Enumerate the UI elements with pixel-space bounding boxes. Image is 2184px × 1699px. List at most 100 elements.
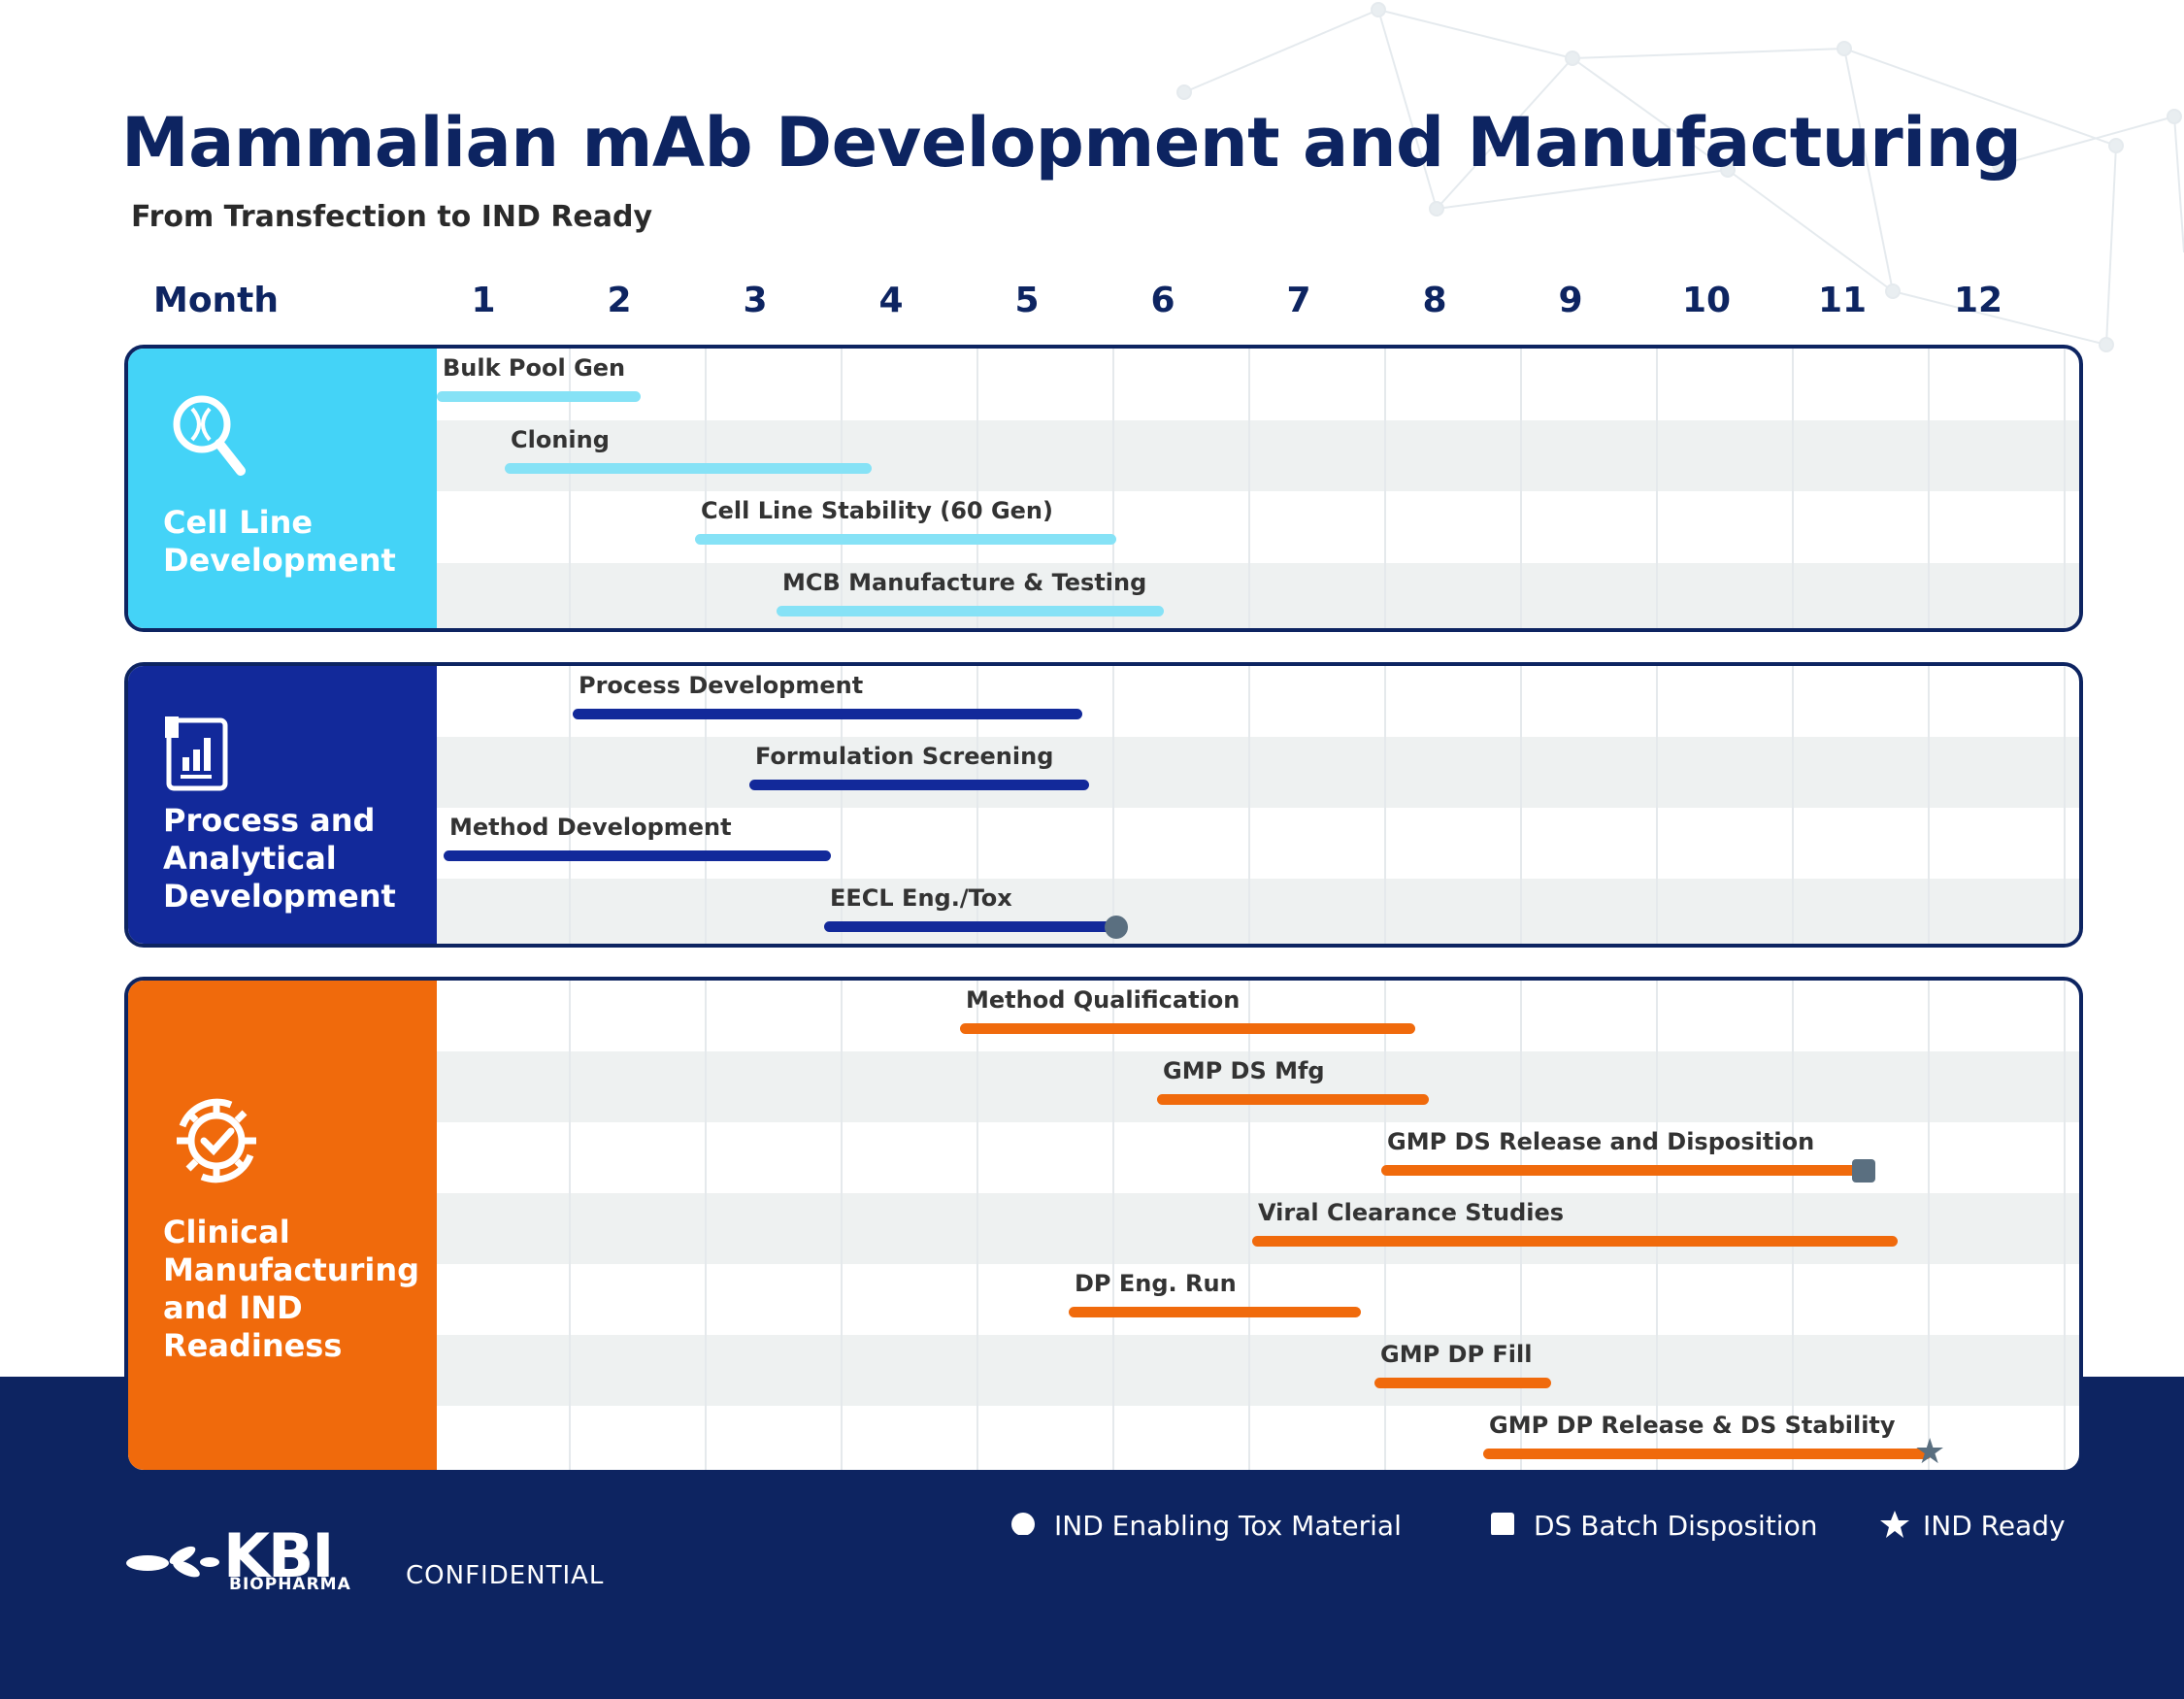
month-number: 12 — [1953, 281, 2003, 320]
task-row — [437, 1051, 2079, 1122]
logo-mark-icon — [126, 1546, 219, 1578]
grid-line — [1928, 666, 1930, 944]
task-label: Formulation Screening — [755, 743, 1054, 770]
grid-line — [1792, 349, 1794, 628]
task-label: MCB Manufacture & Testing — [782, 568, 1147, 596]
task-row — [437, 879, 2079, 944]
legend-item: IND Enabling Tox Material — [1009, 1508, 1402, 1547]
month-number: 5 — [1014, 281, 1040, 320]
grid-line — [976, 349, 978, 628]
grid-line — [976, 666, 978, 944]
task-row — [437, 562, 2079, 628]
task-label: GMP DS Release and Disposition — [1387, 1128, 1815, 1155]
task-label: Method Qualification — [966, 986, 1241, 1014]
gear-check-icon — [163, 1087, 270, 1198]
section-label-panel: Clinical Manufacturing and IND Readiness — [128, 981, 437, 1470]
task-label: Method Development — [449, 814, 732, 841]
milestone-circle-icon — [1105, 916, 1128, 939]
task-bar — [695, 534, 1116, 545]
task-label: EECL Eng./Tox — [830, 884, 1012, 912]
grid-line — [1520, 981, 1522, 1470]
month-number: 7 — [1286, 281, 1311, 320]
circle-icon — [1009, 1508, 1037, 1539]
grid-line — [705, 666, 707, 944]
grid-line — [1112, 666, 1114, 944]
star-icon — [1878, 1508, 1911, 1545]
task-row — [437, 1122, 2079, 1193]
task-bar — [777, 605, 1164, 616]
section-label-panel: Cell Line Development — [128, 349, 437, 628]
grid-line — [1520, 666, 1522, 944]
grid-line — [841, 349, 843, 628]
grid-line — [705, 981, 707, 1470]
milestone-star-icon: ★ — [1914, 1432, 1946, 1472]
section-clinical-manufacturing: Clinical Manufacturing and IND Readiness… — [124, 977, 2083, 1474]
grid-line — [2064, 666, 2066, 944]
task-bar — [1483, 1449, 1932, 1459]
kbi-logo: KBI BIOPHARMA — [126, 1520, 359, 1594]
task-row — [437, 349, 2079, 420]
task-row — [437, 419, 2079, 491]
task-label: Viral Clearance Studies — [1258, 1199, 1565, 1226]
section-label-panel: Process and Analytical Development — [128, 666, 437, 944]
grid-line — [1248, 349, 1250, 628]
task-row — [437, 1335, 2079, 1406]
task-bar — [573, 709, 1082, 719]
month-number: 10 — [1681, 281, 1732, 320]
task-row — [437, 491, 2079, 563]
task-label: Process Development — [579, 672, 864, 699]
legend-item: DS Batch Disposition — [1489, 1508, 1877, 1547]
grid-line — [841, 666, 843, 944]
magnifier-dna-icon — [163, 387, 250, 488]
task-bar — [444, 850, 831, 861]
section-name: Clinical Manufacturing and IND Readiness — [163, 1214, 419, 1364]
grid-line — [569, 981, 571, 1470]
grid-line — [2064, 981, 2066, 1470]
task-bar — [437, 391, 641, 402]
grid-line — [1520, 349, 1522, 628]
grid-line — [1792, 981, 1794, 1470]
section-name: Cell Line Development — [163, 504, 396, 579]
section-name: Process and Analytical Development — [163, 802, 396, 915]
task-row — [437, 981, 2079, 1051]
grid-line — [1112, 349, 1114, 628]
logo-subtext: BIOPHARMA — [229, 1575, 351, 1594]
task-row — [437, 737, 2079, 808]
milestone-square-icon — [1852, 1159, 1875, 1183]
month-number: 11 — [1817, 281, 1868, 320]
task-bar — [505, 462, 872, 474]
task-label: Cloning — [511, 425, 610, 453]
task-bar — [1157, 1094, 1429, 1105]
grid-line — [976, 981, 978, 1470]
legend-label: DS Batch Disposition — [1534, 1510, 1818, 1542]
grid-line — [1928, 349, 1930, 628]
legend-label: IND Enabling Tox Material — [1054, 1510, 1402, 1542]
task-label: GMP DP Fill — [1380, 1341, 1533, 1368]
task-label: Bulk Pool Gen — [443, 354, 626, 382]
document-chart-icon — [163, 715, 231, 796]
task-bar — [1069, 1307, 1361, 1317]
task-bar — [749, 780, 1089, 790]
month-number: 6 — [1150, 281, 1175, 320]
grid-line — [1384, 349, 1386, 628]
grid-line — [1792, 666, 1794, 944]
task-label: GMP DS Mfg — [1163, 1057, 1325, 1084]
month-header-label: Month — [153, 281, 280, 320]
background-network-pattern — [1176, 2, 2184, 352]
month-number: 8 — [1422, 281, 1447, 320]
grid-line — [569, 349, 571, 628]
page-subtitle: From Transfection to IND Ready — [131, 200, 653, 234]
task-bar — [1381, 1165, 1864, 1176]
logo-text: KBI — [223, 1520, 334, 1591]
task-bar — [824, 921, 1116, 932]
task-label: DP Eng. Run — [1075, 1270, 1237, 1297]
grid-line — [1384, 981, 1386, 1470]
task-bar — [1374, 1378, 1551, 1388]
grid-line — [1656, 349, 1658, 628]
month-number: 9 — [1558, 281, 1583, 320]
month-number: 4 — [878, 281, 904, 320]
task-bar — [1252, 1236, 1898, 1247]
legend-item: IND Ready — [1878, 1508, 2184, 1547]
